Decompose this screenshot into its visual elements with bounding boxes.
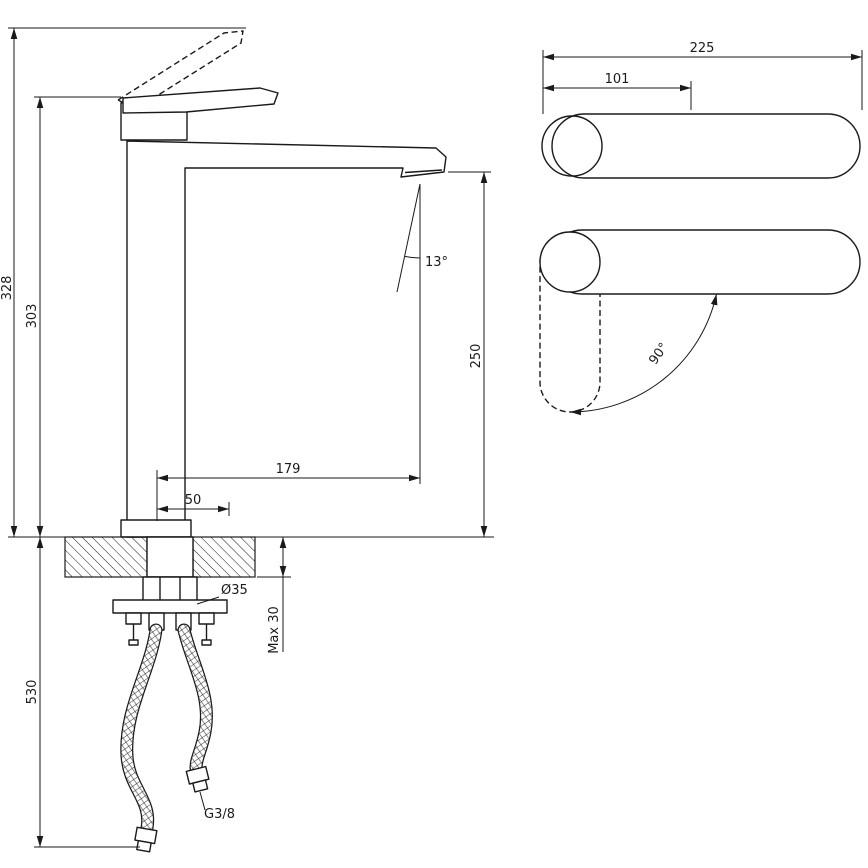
dim-hose-thread-label: G3/8 bbox=[204, 807, 235, 822]
top-view-handle-swivel: 90° bbox=[539, 229, 861, 416]
left-hose-fitting bbox=[134, 826, 158, 853]
hole-diameter-leader bbox=[196, 596, 220, 605]
deck-right-section bbox=[192, 536, 256, 578]
thread-leader bbox=[199, 791, 206, 811]
dim-handle-length-label: 225 bbox=[690, 41, 715, 56]
faucet-body bbox=[120, 87, 447, 538]
side-view-dimensions: 328 303 530 13° 250 179 50 Ø35 Max 30 G3… bbox=[0, 27, 494, 848]
dim-base-width-label: 50 bbox=[185, 493, 202, 508]
dim-height-to-deck-label: 303 bbox=[25, 304, 40, 329]
handle-pivot-cap bbox=[541, 115, 603, 177]
right-stud-nut bbox=[198, 612, 215, 625]
dim-swivel-angle-label: 90° bbox=[646, 340, 672, 367]
handle-pivot-cap-swivel bbox=[539, 231, 601, 293]
spout-angle-line bbox=[396, 183, 421, 293]
dim-hole-diameter-label: Ø35 bbox=[221, 583, 248, 598]
spout-angle-arc bbox=[404, 255, 421, 259]
dim-below-deck-label: 530 bbox=[25, 680, 40, 705]
handle-lever bbox=[122, 87, 279, 114]
side-view bbox=[64, 30, 447, 853]
right-hose-fitting bbox=[185, 765, 210, 793]
dim-spout-reach-label: 179 bbox=[276, 462, 301, 477]
left-stud-nut bbox=[125, 612, 142, 625]
base-flange bbox=[120, 519, 192, 538]
handle-capsule bbox=[551, 113, 861, 179]
top-view-handle-extended: 225 101 bbox=[541, 41, 863, 179]
mounting-deck bbox=[64, 536, 256, 578]
dim-outlet-height-label: 250 bbox=[469, 344, 484, 369]
dim-overall-height-label: 328 bbox=[0, 276, 15, 301]
mounting-hardware bbox=[112, 576, 228, 646]
supply-hoses bbox=[120, 623, 213, 853]
mounting-nut bbox=[142, 576, 198, 602]
dim-handle-front-label: 101 bbox=[605, 72, 630, 87]
dim-spout-angle-label: 13° bbox=[425, 255, 448, 270]
deck-left-section bbox=[64, 536, 148, 578]
swivel-arc bbox=[569, 293, 718, 416]
mounting-plate bbox=[112, 599, 228, 614]
aerator-line bbox=[404, 169, 443, 174]
dim-max-deck-label: Max 30 bbox=[267, 606, 282, 654]
threaded-shank bbox=[146, 536, 194, 578]
